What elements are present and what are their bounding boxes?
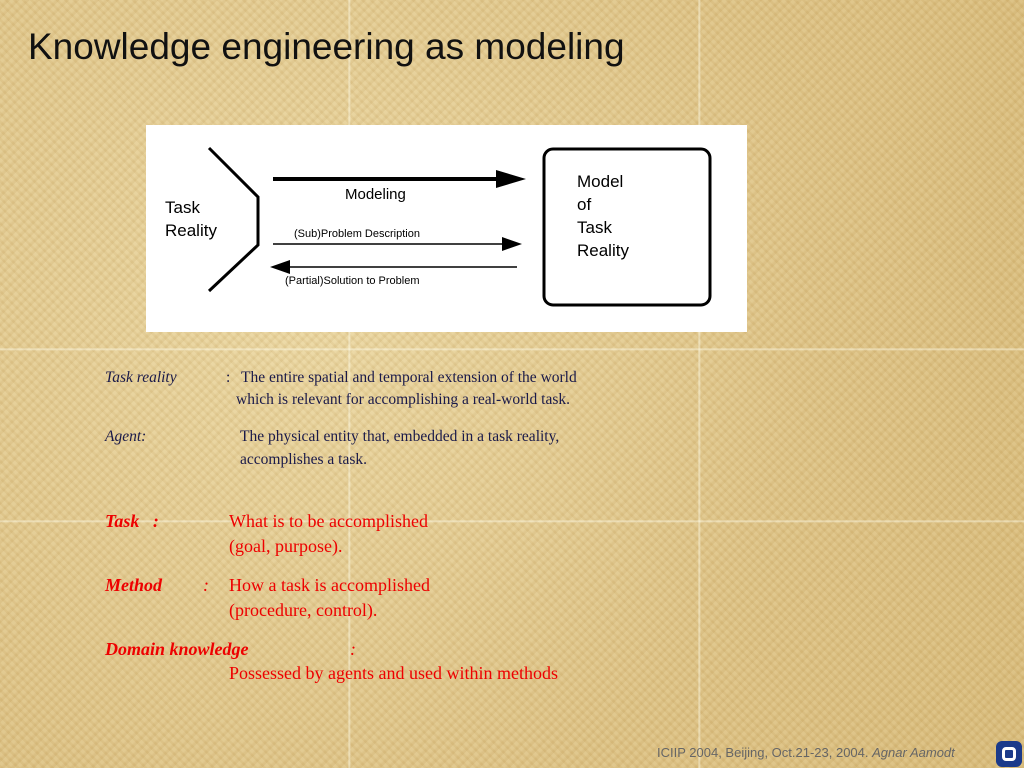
domain-knowledge-separator: : xyxy=(350,639,356,659)
model-label-line2: of xyxy=(577,195,592,214)
method-separator: : xyxy=(203,575,209,595)
model-label-line4: Reality xyxy=(577,241,629,260)
model-label-line3: Task xyxy=(577,218,612,237)
problem-description-label: (Sub)Problem Description xyxy=(294,228,420,240)
domain-knowledge-definition: Possessed by agents and used within meth… xyxy=(229,663,558,683)
logo-inner-square xyxy=(1002,747,1016,761)
solution-label: (Partial)Solution to Problem xyxy=(285,275,420,287)
logo-icon xyxy=(996,741,1022,767)
slide-title: Knowledge engineering as modeling xyxy=(28,26,625,67)
task-reality-term: Task reality xyxy=(105,369,177,386)
task-term: Task : xyxy=(105,511,159,531)
task-reality-separator: : xyxy=(226,369,231,386)
task-reality-definition-line2: which is relevant for accomplishing a re… xyxy=(236,391,570,408)
model-label-line1: Model xyxy=(577,172,624,191)
modeling-arrowhead xyxy=(496,170,526,188)
method-definition-line1: How a task is accomplished xyxy=(229,575,430,595)
task-reality-label: Task Reality xyxy=(165,196,217,242)
problem-arrowhead xyxy=(502,237,522,251)
model-box xyxy=(542,147,712,307)
task-definition-line2: (goal, purpose). xyxy=(229,536,343,556)
solution-arrowhead xyxy=(270,260,290,274)
model-of-task-reality-label: Model of Task Reality xyxy=(577,170,629,262)
footer-conference: ICIIP 2004, Beijing, Oct.21-23, 2004. xyxy=(657,745,869,760)
task-reality-label-line1: Task xyxy=(165,198,200,217)
task-definition-line1: What is to be accomplished xyxy=(229,511,428,531)
agent-definition-line2: accomplishes a task. xyxy=(240,451,367,468)
method-definition-line2: (procedure, control). xyxy=(229,600,378,620)
domain-knowledge-term: Domain knowledge xyxy=(105,639,249,659)
task-reality-definition-line1: The entire spatial and temporal extensio… xyxy=(241,369,577,386)
task-reality-bracket xyxy=(207,146,260,293)
task-reality-label-line2: Reality xyxy=(165,221,217,240)
modeling-diagram: Task Reality Modeling (Sub)Problem Descr… xyxy=(146,125,747,332)
method-term: Method xyxy=(105,575,163,595)
agent-term: Agent: xyxy=(105,428,147,445)
footer: ICIIP 2004, Beijing, Oct.21-23, 2004. Ag… xyxy=(657,745,955,760)
diagram-graphics xyxy=(207,146,712,307)
footer-author: Agnar Aamodt xyxy=(872,745,955,760)
agent-definition-line1: The physical entity that, embedded in a … xyxy=(240,428,560,445)
modeling-label: Modeling xyxy=(345,186,406,203)
